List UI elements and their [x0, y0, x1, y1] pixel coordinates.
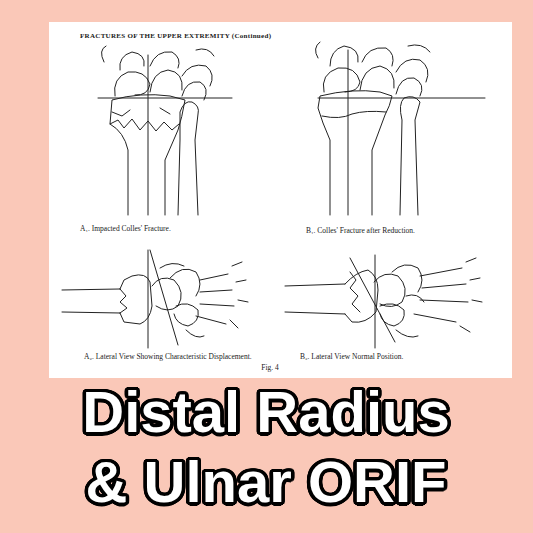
figure-caption: A₁. Impacted Colles' Fracture. [80, 224, 171, 234]
figure-number: Fig. 4 [261, 363, 279, 373]
figure-caption: B₂. Lateral View Normal Position. [300, 352, 403, 362]
impacted-fracture-figure [98, 46, 232, 215]
lateral-displaced-figure [62, 250, 248, 348]
lateral-normal-figure [285, 255, 482, 348]
figure-caption: B₁. Colles' Fracture after Reduction. [306, 226, 415, 236]
banner-title: Distal Radius & Ulnar ORIF [66, 377, 466, 517]
figure-caption: A₂. Lateral View Showing Characteristic … [84, 352, 252, 362]
reduced-fracture-figure [315, 42, 485, 215]
scan-panel [49, 22, 512, 378]
figure-heading: FRACTURES OF THE UPPER EXTREMITY (Contin… [80, 31, 271, 41]
